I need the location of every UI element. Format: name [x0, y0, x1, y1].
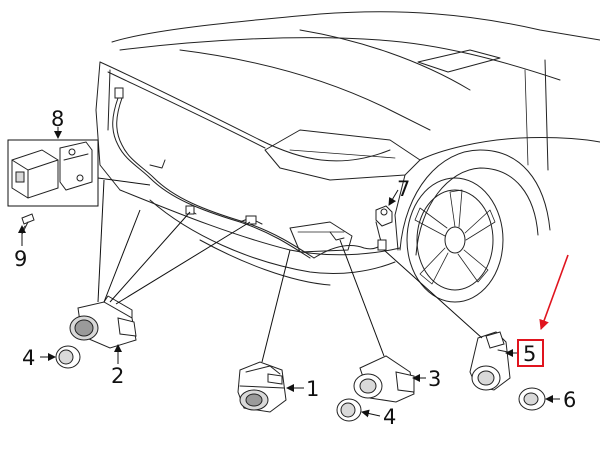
callout-4-left: 4	[22, 346, 35, 370]
callout-3: 3	[428, 367, 441, 391]
part-7-connector	[375, 205, 393, 227]
part-4-ring-left	[55, 345, 81, 369]
part-2-sensor	[69, 295, 137, 349]
leader-lines	[97, 177, 483, 363]
callout-9: 9	[14, 247, 27, 271]
part-9-bolt	[20, 213, 35, 235]
callout-arrows	[18, 127, 560, 418]
part-6-ring	[518, 387, 546, 411]
part-3-sensor	[353, 355, 415, 403]
callout-5: 5	[523, 342, 536, 366]
highlight-callout-5	[517, 254, 569, 367]
callout-2: 2	[111, 364, 124, 388]
highlight-box	[517, 339, 544, 367]
callout-7: 7	[397, 177, 410, 201]
callout-labels: 1 2 3 4 4 5 6 7 8 9	[14, 107, 576, 429]
part-5-sensor	[469, 331, 511, 391]
part-4-ring-right	[336, 398, 362, 422]
part-8-module-box	[7, 139, 99, 207]
callout-1: 1	[306, 377, 319, 401]
part-1-sensor	[237, 361, 287, 413]
callout-4-right: 4	[383, 405, 396, 429]
callout-6: 6	[563, 388, 576, 412]
vehicle-front-outline	[95, 11, 600, 303]
highlight-arrow	[539, 254, 569, 330]
callout-8: 8	[51, 107, 64, 131]
